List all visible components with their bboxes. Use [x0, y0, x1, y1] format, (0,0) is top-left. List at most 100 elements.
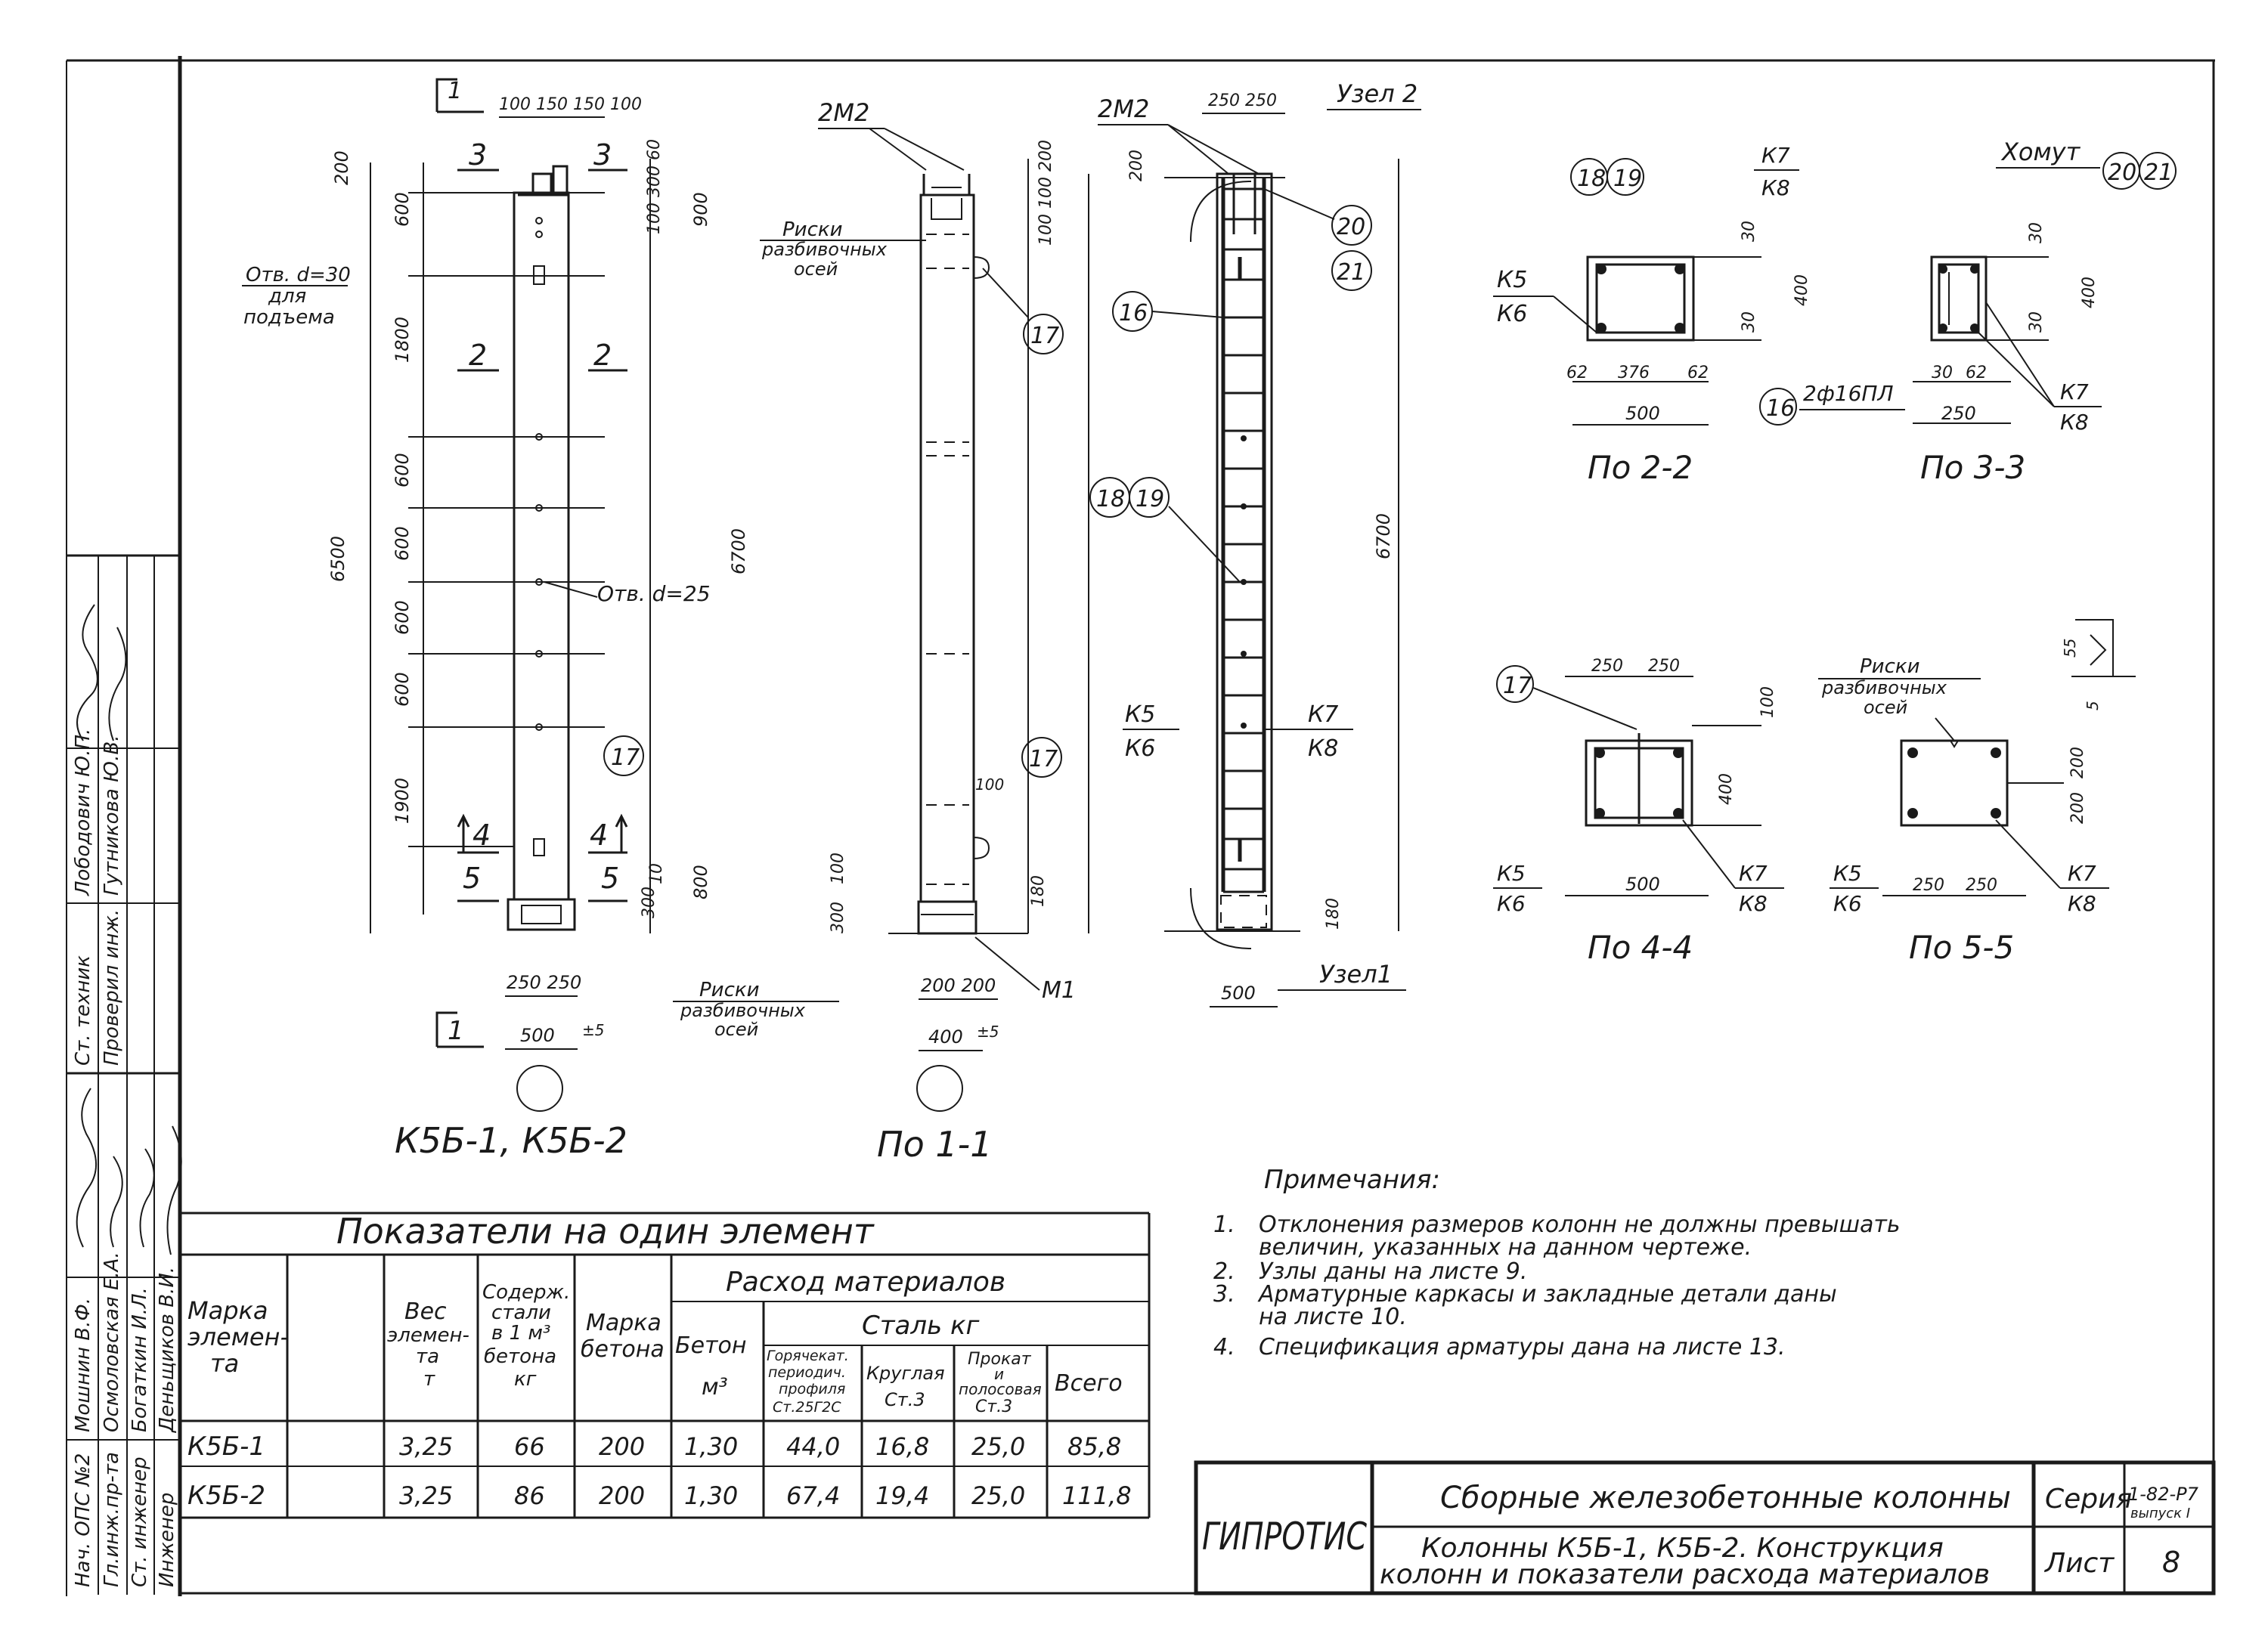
note-3-line2: на листе 10.	[1259, 1304, 1407, 1330]
name2-1: Лободович Ю.П.	[72, 729, 94, 896]
s44-k6: К6	[1497, 891, 1526, 916]
note-2-num: 2.	[1213, 1258, 1235, 1285]
r1-cmark: 200	[599, 1432, 645, 1461]
name-2: Осмоловская Е.А.	[101, 1252, 123, 1432]
s11-risk-3: осей	[794, 258, 838, 280]
th-weight-3: та	[416, 1345, 439, 1368]
s11-right-top-dims: 100 100 200	[1036, 140, 1055, 246]
elevation-bottom-500: 500	[520, 1025, 555, 1046]
elevation-total-height: 6500	[327, 536, 349, 582]
s44-d500: 500	[1625, 874, 1660, 895]
series-value: 1-82-Р7	[2128, 1484, 2199, 1505]
th-hot-4: Ст.25Г2С	[773, 1399, 841, 1416]
cage-k6: К6	[1125, 735, 1155, 762]
th-strip-3: полосовая	[959, 1380, 1042, 1398]
section-mark-3-left: 3	[469, 138, 487, 172]
r2-hot: 67,4	[786, 1481, 840, 1510]
th-consumption: Расход материалов	[726, 1267, 1005, 1298]
notes: Примечания: 1. Отклонения размеров колон…	[1213, 1165, 1901, 1360]
s33-d62: 62	[1966, 364, 1987, 382]
stamp-title-1: Сборные железобетонные колонны	[1440, 1481, 2011, 1515]
elevation-dim-600b: 600	[392, 453, 413, 487]
name-3: Богаткин И.Л.	[129, 1287, 151, 1432]
note-4-line1: Спецификация арматуры дана на листе 13.	[1259, 1334, 1786, 1360]
signature-6	[166, 1125, 182, 1255]
elevation-dim-1800: 1800	[392, 317, 413, 363]
elevation-bottom-5: ±5	[582, 1021, 604, 1039]
s22-d400: 400	[1792, 274, 1811, 306]
s22-k6: К6	[1497, 301, 1527, 327]
s44-k8: К8	[1739, 891, 1768, 916]
cage-mark19: 19	[1136, 486, 1164, 512]
cage-mark16: 16	[1119, 300, 1148, 327]
note-3-line1: Арматурные каркасы и закладные детали да…	[1257, 1281, 1837, 1308]
th-hot-1: Горячекат.	[767, 1348, 849, 1364]
s11-dim180: 180	[1029, 875, 1048, 907]
section-2-2: 18 19 К7 К8 К5 К6 30 400 30 62 376 62 50…	[1493, 143, 1905, 486]
s11-dim100b: 100	[829, 853, 847, 884]
s22-m19: 19	[1613, 166, 1642, 192]
th-steel-5: кг	[514, 1368, 537, 1391]
r1-hot: 44,0	[786, 1432, 840, 1461]
s44-d100: 100	[1758, 686, 1777, 718]
r2-steel: 86	[514, 1481, 545, 1510]
note-1-num: 1.	[1213, 1212, 1235, 1238]
hole30-label-3: подъема	[243, 306, 335, 329]
th-strip-4: Ст.3	[975, 1397, 1012, 1416]
sheet-number: 8	[2162, 1546, 2180, 1579]
stirrups	[1223, 187, 1264, 893]
s22-d62a: 62	[1566, 364, 1588, 382]
th-hot-3: профиля	[779, 1381, 845, 1397]
elevation-title: К5Б-1, К5Б-2	[395, 1120, 627, 1161]
cage-dim200: 200	[1127, 150, 1146, 181]
cage-k5: К5	[1125, 701, 1155, 728]
s33-d30b: 30	[2027, 311, 2046, 333]
side-signature-block: Нач. ОПС №2 Гл.инж.пр-та Ст. инженер Инж…	[67, 554, 182, 1595]
s11-bottom-5: ±5	[977, 1023, 999, 1041]
th-cmark-1: Марка	[586, 1310, 662, 1336]
s44-d400: 400	[1717, 773, 1736, 805]
r2-weight: 3,25	[399, 1481, 453, 1510]
th-weight-4: т	[423, 1368, 435, 1391]
elevation-dim-300: 300	[640, 887, 658, 918]
signature-4	[110, 1156, 123, 1248]
series-label: Серия	[2045, 1484, 2132, 1515]
note-4-num: 4.	[1213, 1334, 1235, 1360]
s11-risk-b3: осей	[714, 1019, 758, 1040]
s33-m21: 21	[2144, 159, 2173, 186]
cage-k7: К7	[1308, 701, 1338, 728]
s22-title: По 2-2	[1588, 449, 1693, 486]
section-mark-5-left: 5	[463, 862, 481, 895]
elevation-dim-600a: 600	[392, 192, 413, 227]
r1-round: 16,8	[875, 1432, 929, 1461]
elevation-dim-10: 10	[647, 863, 666, 884]
role-1: Нач. ОПС №2	[72, 1453, 94, 1587]
s55-d200a: 200	[2068, 747, 2087, 778]
s55-k8: К8	[2068, 891, 2096, 916]
column-elevation: 3 3 2 2 4 4 5 5 1 1 100 150 150 100 Отв.…	[242, 78, 711, 1161]
elevation-section-circle	[516, 1065, 563, 1112]
note-2-line1: Узлы даны на листе 9.	[1259, 1258, 1527, 1285]
cage-top-mark: 2М2	[1098, 94, 1149, 123]
section-mark-2-right: 2	[593, 339, 612, 372]
th-round-1: Круглая	[866, 1363, 945, 1384]
stamp-title-3: колонн и показатели расхода материалов	[1380, 1559, 1990, 1590]
s55-d250b: 250	[1966, 876, 1997, 895]
s22-m16: 16	[1766, 395, 1795, 422]
th-hot-2: периодич.	[768, 1364, 846, 1381]
note-1-line1: Отклонения размеров колонн не должны пре…	[1259, 1212, 1901, 1238]
hole30-label-1: Отв. d=30	[246, 264, 351, 286]
th-steel-kg: Сталь кг	[862, 1311, 980, 1341]
s22-bars: 2ф16ПЛ	[1803, 381, 1894, 406]
cage-mark21: 21	[1337, 259, 1365, 286]
section-mark-2-left: 2	[469, 339, 487, 372]
th-steel-4: бетона	[484, 1345, 556, 1368]
cage-k8: К8	[1308, 735, 1338, 762]
s33-d400: 400	[2080, 277, 2099, 308]
section-3-3: Хомут 20 21 30 400 30 30 62 250 К7 К8 По…	[1913, 138, 2177, 486]
series-issue: выпуск I	[2130, 1506, 2190, 1521]
s33-d30c: 30	[1932, 364, 1953, 382]
table-row: К5Б-2 3,25 86 200 1,30 67,4 19,4 25,0 11…	[187, 1481, 1132, 1511]
s33-d250: 250	[1941, 403, 1976, 424]
